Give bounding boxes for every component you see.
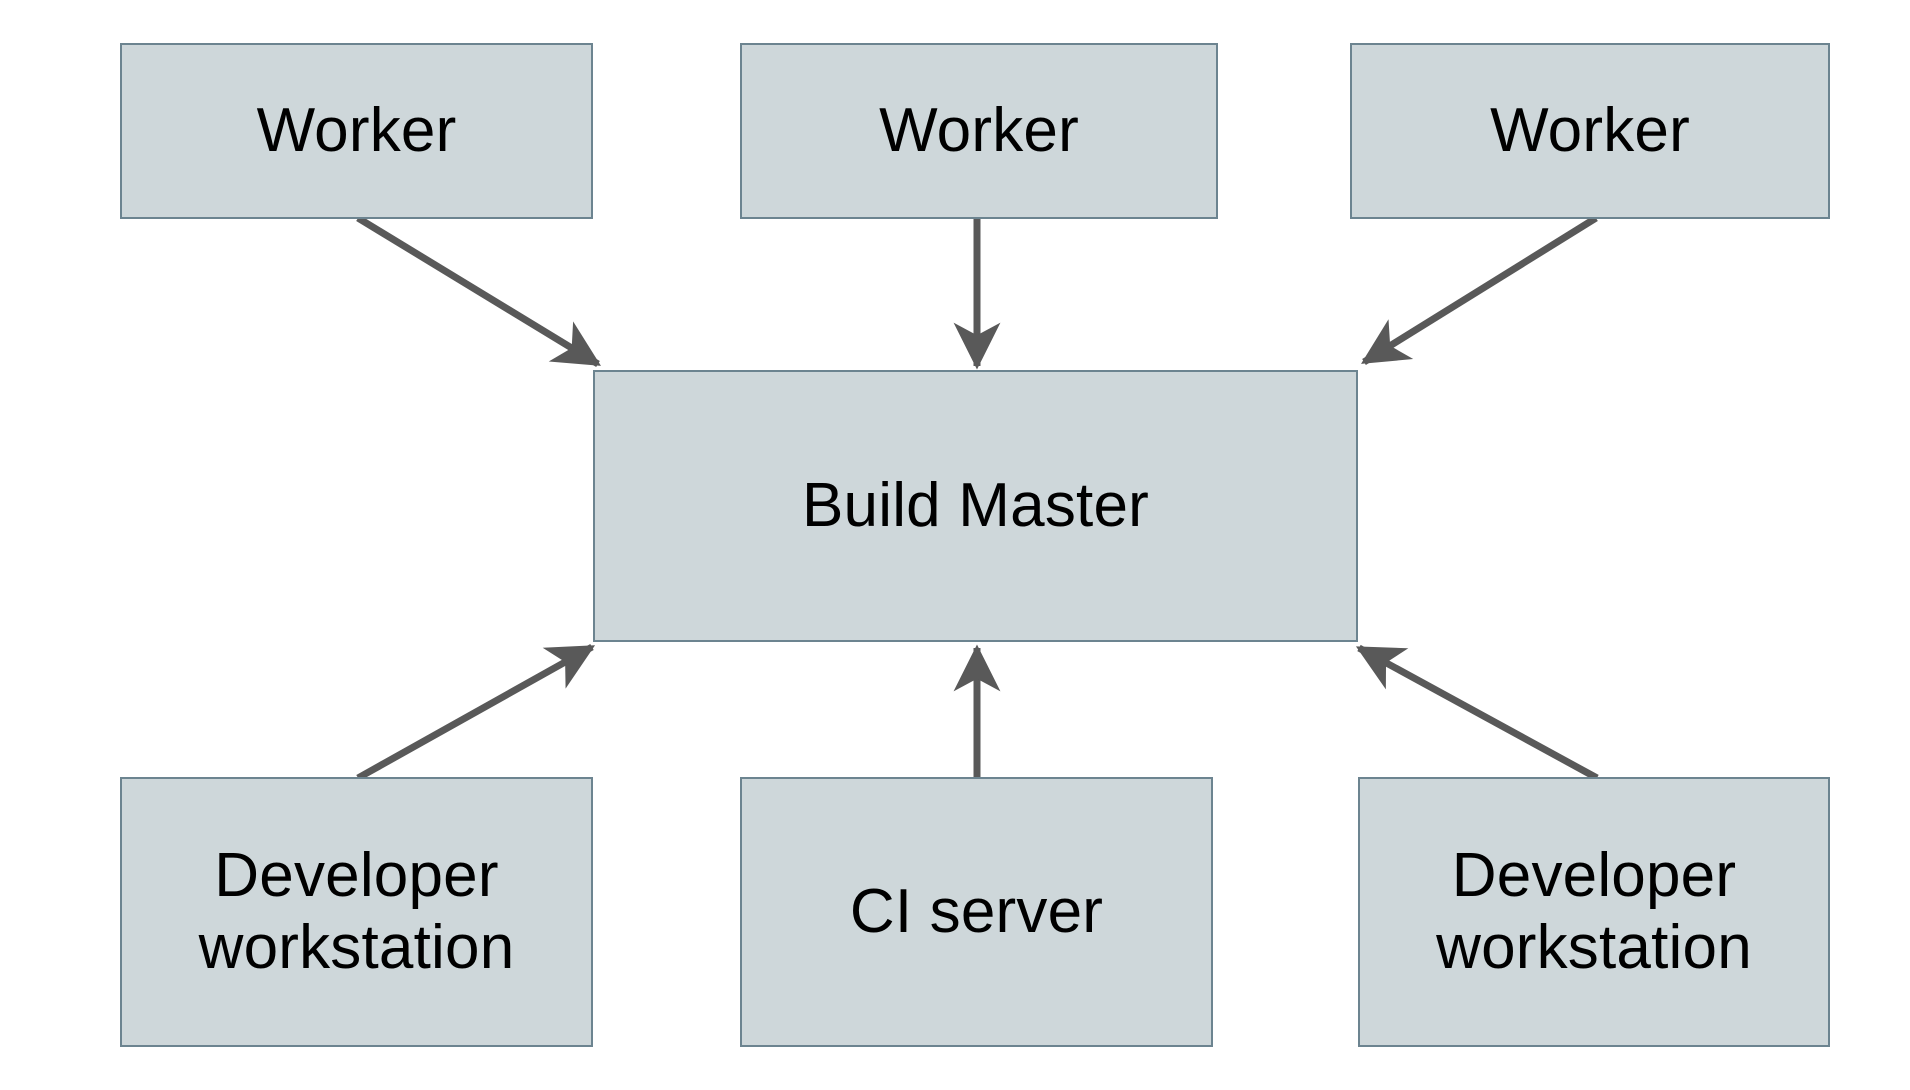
node-developer-workstation-right-label: Developer workstation xyxy=(1436,841,1752,982)
edge-dev-ws-left-to-build-master xyxy=(356,643,596,782)
node-worker-2[interactable]: Worker xyxy=(740,43,1218,219)
node-ci-server-label: CI server xyxy=(849,877,1104,947)
edge-dev-ws-right-to-build-master xyxy=(1355,644,1599,782)
node-worker-1[interactable]: Worker xyxy=(120,43,593,219)
node-build-master[interactable]: Build Master xyxy=(593,370,1358,642)
edge-worker-1-to-build-master xyxy=(356,215,601,367)
node-ci-server[interactable]: CI server xyxy=(740,777,1213,1047)
node-developer-workstation-left-label: Developer workstation xyxy=(198,841,515,982)
node-worker-3[interactable]: Worker xyxy=(1350,43,1830,219)
node-worker-1-label: Worker xyxy=(256,96,457,166)
node-worker-3-label: Worker xyxy=(1490,96,1690,166)
edge-worker-3-to-build-master xyxy=(1361,215,1598,365)
node-build-master-label: Build Master xyxy=(802,471,1149,541)
node-worker-2-label: Worker xyxy=(879,96,1079,166)
node-developer-workstation-right[interactable]: Developer workstation xyxy=(1358,777,1830,1047)
node-developer-workstation-left[interactable]: Developer workstation xyxy=(120,777,593,1047)
